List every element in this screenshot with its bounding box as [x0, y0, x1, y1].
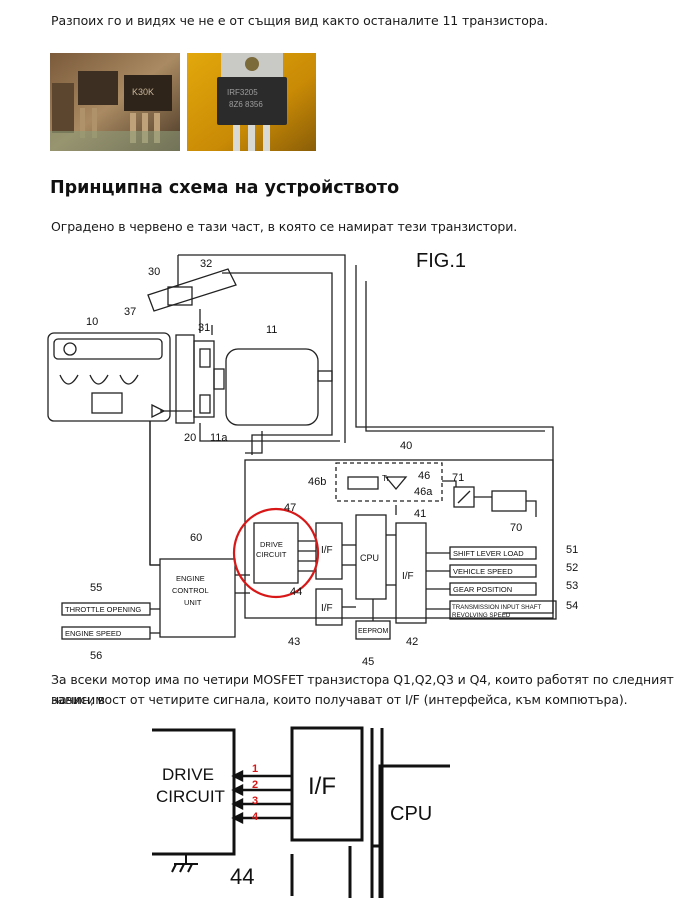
body-text-line2: зависимост от четирите сигнала, които по… [51, 692, 628, 707]
photo-transistor-board: K30K [50, 53, 180, 151]
trans-input-line2: REVOLVING SPEED [452, 612, 511, 619]
ref-51: 51 [566, 544, 578, 556]
ref-52: 52 [566, 562, 578, 574]
if-label-left: I/F [321, 545, 333, 556]
trans-input-line1: TRANSMISSION INPUT SHAFT [452, 604, 541, 611]
photo-mosfet: IRF3205 8Z6 8356 [187, 53, 316, 151]
ref-31: 31 [198, 322, 210, 334]
shift-lever-label: SHIFT LEVER LOAD [453, 549, 524, 558]
ref-43: 43 [288, 636, 300, 648]
cpu-label: CPU [360, 553, 379, 563]
ref-46: 46 [418, 470, 430, 482]
detail-cpu-label: CPU [390, 803, 432, 825]
section-heading: Принципна схема на устройството [50, 178, 400, 198]
mosfet-marking-line2: 8Z6 8356 [229, 100, 263, 109]
ref-32: 32 [200, 258, 212, 270]
caption-text: Оградено в червено е тази част, в която … [51, 219, 518, 234]
intro-text: Разпоих го и видях че не е от същия вид … [51, 13, 549, 28]
photo-marking-text: K30K [132, 87, 154, 97]
ref-40: 40 [400, 440, 412, 452]
ecu-line3: UNIT [184, 598, 202, 607]
detail-ref-44: 44 [230, 864, 254, 889]
gear-position-label: GEAR POSITION [453, 585, 512, 594]
if-label-right: I/F [402, 571, 414, 582]
ref-71: 71 [452, 472, 464, 484]
drive-circuit-line2: CIRCUIT [256, 550, 287, 559]
fig-label: FIG.1 [416, 250, 466, 272]
schematic-figure: FIG.1 30 32 37 10 31 11 11a 20 40 46b 46… [47, 250, 578, 665]
ref-56: 56 [90, 650, 102, 662]
ref-44: 44 [290, 586, 302, 598]
ref-46a: 46a [414, 486, 433, 498]
ref-55: 55 [90, 582, 102, 594]
eeprom-label: EEPROM [358, 628, 389, 635]
ref-41: 41 [414, 508, 426, 520]
engine-speed-label: ENGINE SPEED [65, 629, 122, 638]
signal-4-label: 4 [252, 811, 259, 823]
throttle-label: THROTTLE OPENING [65, 605, 141, 614]
ref-10: 10 [86, 316, 98, 328]
detail-zoom-figure: DRIVE CIRCUIT I/F CPU 44 1 2 3 4 [152, 726, 450, 898]
ref-53: 53 [566, 580, 578, 592]
signal-1-label: 1 [252, 763, 258, 775]
detail-drive-line1: DRIVE [162, 765, 214, 784]
highlight-ellipse [232, 507, 320, 599]
if-label-lower: I/F [321, 603, 333, 614]
ref-54: 54 [566, 600, 578, 612]
detail-if-label: I/F [308, 773, 336, 800]
signal-2-label: 2 [252, 779, 258, 791]
ref-20: 20 [184, 432, 196, 444]
ref-42: 42 [406, 636, 418, 648]
mosfet-marking-line1: IRF3205 [227, 88, 258, 97]
ref-11: 11 [266, 324, 277, 336]
ecu-line2: CONTROL [172, 586, 209, 595]
ref-47: 47 [284, 502, 296, 514]
vehicle-speed-label: VEHICLE SPEED [453, 567, 513, 576]
ref-70: 70 [510, 522, 522, 534]
ref-60: 60 [190, 532, 202, 544]
ref-45: 45 [362, 656, 374, 665]
detail-drive-line2: CIRCUIT [156, 787, 225, 806]
ref-11a: 11a [210, 432, 228, 444]
signal-3-label: 3 [252, 795, 258, 807]
tr-label: Tr [382, 474, 390, 483]
ref-37: 37 [124, 306, 136, 318]
body-text-line1: За всеки мотор има по четири MOSFET тран… [51, 672, 674, 707]
ref-46b: 46b [308, 476, 326, 488]
ref-30: 30 [148, 266, 160, 278]
drive-circuit-line1: DRIVE [260, 540, 283, 549]
ecu-line1: ENGINE [176, 574, 205, 583]
